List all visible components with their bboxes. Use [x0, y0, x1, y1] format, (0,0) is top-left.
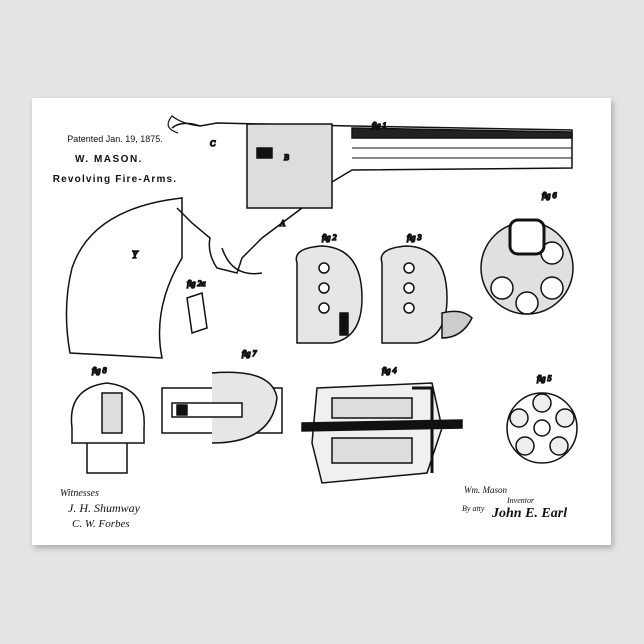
fig2a-label: fig 2a	[187, 279, 205, 288]
inventor-signature: Wm. Mason	[464, 485, 507, 495]
frame-label: A	[279, 219, 285, 228]
cylinder-label: B	[284, 153, 289, 162]
fig3-section	[381, 246, 472, 343]
fig3-label: fig 3	[407, 233, 421, 242]
fig4-label: fig 4	[382, 366, 396, 375]
fig6-cylinder-end	[481, 220, 573, 314]
grip-label: Y	[132, 250, 139, 261]
fig5-cylinder	[507, 393, 577, 463]
fig1-label: fig 1	[372, 121, 386, 130]
fig5-label: fig 5	[537, 374, 551, 383]
fig2-section	[296, 246, 362, 343]
fig2-label: fig 2	[322, 233, 336, 242]
fig6-label: fig 6	[542, 191, 556, 200]
witness-signature-1: J. H. Shumway	[68, 501, 140, 516]
fig8-section	[71, 383, 144, 473]
attorney-signature: John E. Earl	[492, 506, 567, 522]
fig4-section	[302, 383, 462, 483]
revolver-drawing: fig 1 Y B C A fig 2 fig 3 fig 6 f	[32, 98, 611, 545]
witness-signature-2: C. W. Forbes	[72, 518, 130, 530]
fig7-label: fig 7	[242, 349, 257, 358]
patent-poster: Patented Jan. 19, 1875. W. MASON. Revolv…	[32, 98, 611, 545]
fig7-section	[162, 372, 282, 443]
attorney-prefix: By atty	[462, 504, 484, 513]
fig8-label: fig 8	[92, 366, 106, 375]
inventor-label: Inventor	[507, 496, 534, 505]
hammer-label: C	[210, 139, 216, 148]
fig2a-part	[187, 293, 207, 333]
witnesses-label: Witnesses	[60, 488, 99, 499]
